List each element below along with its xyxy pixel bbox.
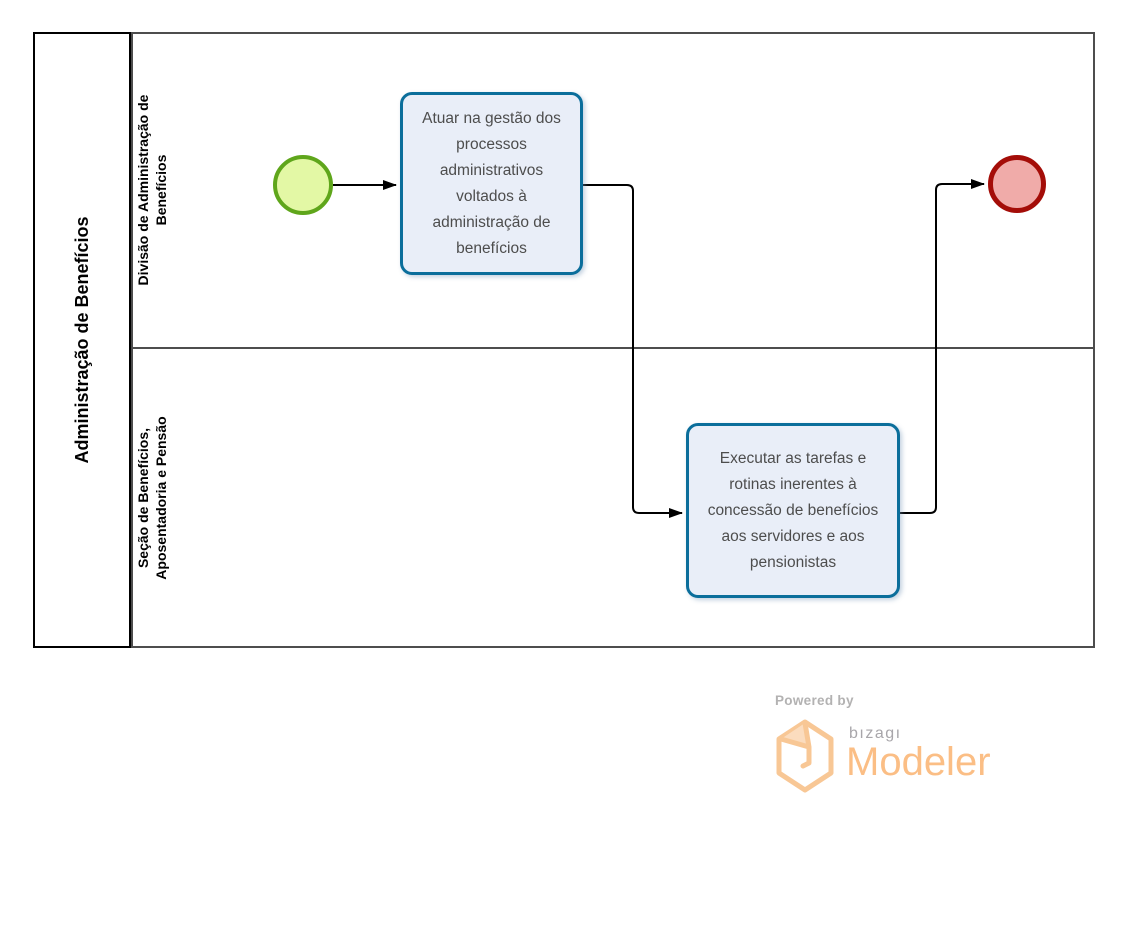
start-event[interactable]	[273, 155, 333, 215]
task-label: Atuar na gestão dos processos administra…	[422, 109, 561, 257]
task-label: Executar as tarefas e rotinas inerentes …	[707, 449, 879, 571]
lane-label-divisao: Divisão de Administração de Benefícios	[130, 32, 174, 348]
modeler-wordmark: Modeler	[846, 740, 991, 784]
powered-by-text: Powered by	[775, 693, 854, 708]
pool-administracao-de-beneficios	[33, 32, 131, 648]
lane-label-secao: Seção de Benefícios, Aposentadoria e Pen…	[130, 348, 174, 648]
lanes-container	[131, 32, 1095, 648]
lane-label-line: Aposentadoria e Pensão	[153, 416, 169, 580]
bizagi-logo-icon	[776, 719, 834, 793]
end-event[interactable]	[988, 155, 1046, 213]
lane-label-line: Benefícios	[153, 154, 169, 226]
lane-divider	[131, 347, 1095, 349]
bizagi-wordmark: bızagı	[849, 725, 902, 742]
lane-label-line: Divisão de Administração de	[135, 94, 151, 286]
pool-label: Administração de Benefícios	[71, 216, 92, 464]
task-atuar-na-gestao[interactable]: Atuar na gestão dos processos administra…	[400, 92, 583, 275]
lane-label-line: Seção de Benefícios,	[135, 427, 151, 569]
task-executar-tarefas[interactable]: Executar as tarefas e rotinas inerentes …	[686, 423, 900, 598]
